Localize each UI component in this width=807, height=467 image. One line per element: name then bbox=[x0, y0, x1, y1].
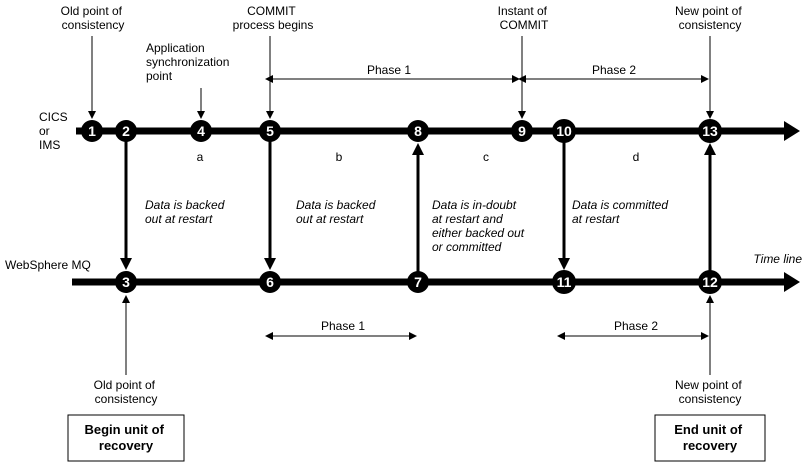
phase2-top-label: Phase 2 bbox=[592, 63, 636, 77]
svg-text:12: 12 bbox=[702, 274, 718, 290]
new-point-bottom-label: New point of consistency bbox=[675, 378, 745, 406]
node-6: 6 bbox=[259, 271, 281, 293]
cics-timeline bbox=[76, 121, 800, 141]
instant-commit-label: Instant of COMMIT bbox=[498, 4, 551, 32]
arrow-2-to-3 bbox=[120, 140, 132, 270]
node-2: 2 bbox=[115, 120, 137, 142]
time-line-label: Time line bbox=[753, 252, 802, 266]
phase1-bottom-label: Phase 1 bbox=[321, 319, 365, 333]
svg-text:11: 11 bbox=[557, 274, 572, 290]
svg-text:10: 10 bbox=[556, 123, 572, 139]
begin-unit-box: Begin unit of recovery bbox=[67, 414, 185, 462]
app-sync-label: Application synchronization point bbox=[146, 41, 233, 83]
node-8: 8 bbox=[407, 120, 429, 142]
node-9: 9 bbox=[511, 120, 533, 142]
segment-c-label: c bbox=[483, 150, 489, 164]
cics-label: CICS or IMS bbox=[39, 110, 71, 152]
node-13: 13 bbox=[698, 119, 722, 143]
node-12: 12 bbox=[698, 270, 722, 294]
arrow-5-to-6 bbox=[264, 140, 276, 270]
svg-text:3: 3 bbox=[122, 274, 130, 290]
arrow-10-to-11 bbox=[558, 140, 570, 270]
svg-text:13: 13 bbox=[702, 123, 718, 139]
in-doubt-label: Data is in-doubt at restart and either b… bbox=[432, 198, 527, 254]
node-10: 10 bbox=[552, 119, 576, 143]
phase1-top-label: Phase 1 bbox=[367, 63, 411, 77]
backed-out-2-label: Data is backed out at restart bbox=[296, 198, 379, 226]
svg-text:End unit of recovery: End unit of recovery bbox=[674, 422, 746, 453]
node-11: 11 bbox=[552, 270, 576, 294]
websphere-timeline bbox=[72, 272, 800, 292]
websphere-label: WebSphere MQ bbox=[5, 258, 91, 272]
segment-d-label: d bbox=[633, 150, 640, 164]
svg-text:Begin unit of recovery: Begin unit of recovery bbox=[84, 422, 167, 453]
node-4: 4 bbox=[190, 120, 212, 142]
end-unit-box: End unit of recovery bbox=[654, 414, 766, 462]
arrow-12-to-13 bbox=[704, 143, 716, 272]
svg-text:9: 9 bbox=[518, 123, 526, 139]
phase2-bottom-label: Phase 2 bbox=[614, 319, 658, 333]
svg-text:2: 2 bbox=[122, 123, 130, 139]
backed-out-1-label: Data is backed out at restart bbox=[145, 198, 228, 226]
svg-text:5: 5 bbox=[266, 123, 274, 139]
segment-a-label: a bbox=[197, 150, 204, 164]
old-point-top-label: Old point of consistency bbox=[61, 4, 126, 32]
committed-label: Data is committed at restart bbox=[572, 198, 671, 226]
new-point-top-label: New point of consistency bbox=[675, 4, 745, 32]
svg-text:1: 1 bbox=[88, 123, 96, 139]
svg-text:4: 4 bbox=[197, 123, 205, 139]
arrow-7-to-8 bbox=[412, 143, 424, 272]
old-point-bottom-label: Old point of consistency bbox=[94, 378, 159, 406]
node-3: 3 bbox=[115, 271, 137, 293]
svg-text:6: 6 bbox=[266, 274, 274, 290]
node-1: 1 bbox=[81, 120, 103, 142]
node-5: 5 bbox=[259, 120, 281, 142]
svg-text:8: 8 bbox=[414, 123, 422, 139]
commit-begins-label: COMMIT process begins bbox=[233, 4, 314, 32]
node-7: 7 bbox=[407, 271, 429, 293]
svg-text:7: 7 bbox=[414, 274, 422, 290]
segment-b-label: b bbox=[336, 150, 343, 164]
